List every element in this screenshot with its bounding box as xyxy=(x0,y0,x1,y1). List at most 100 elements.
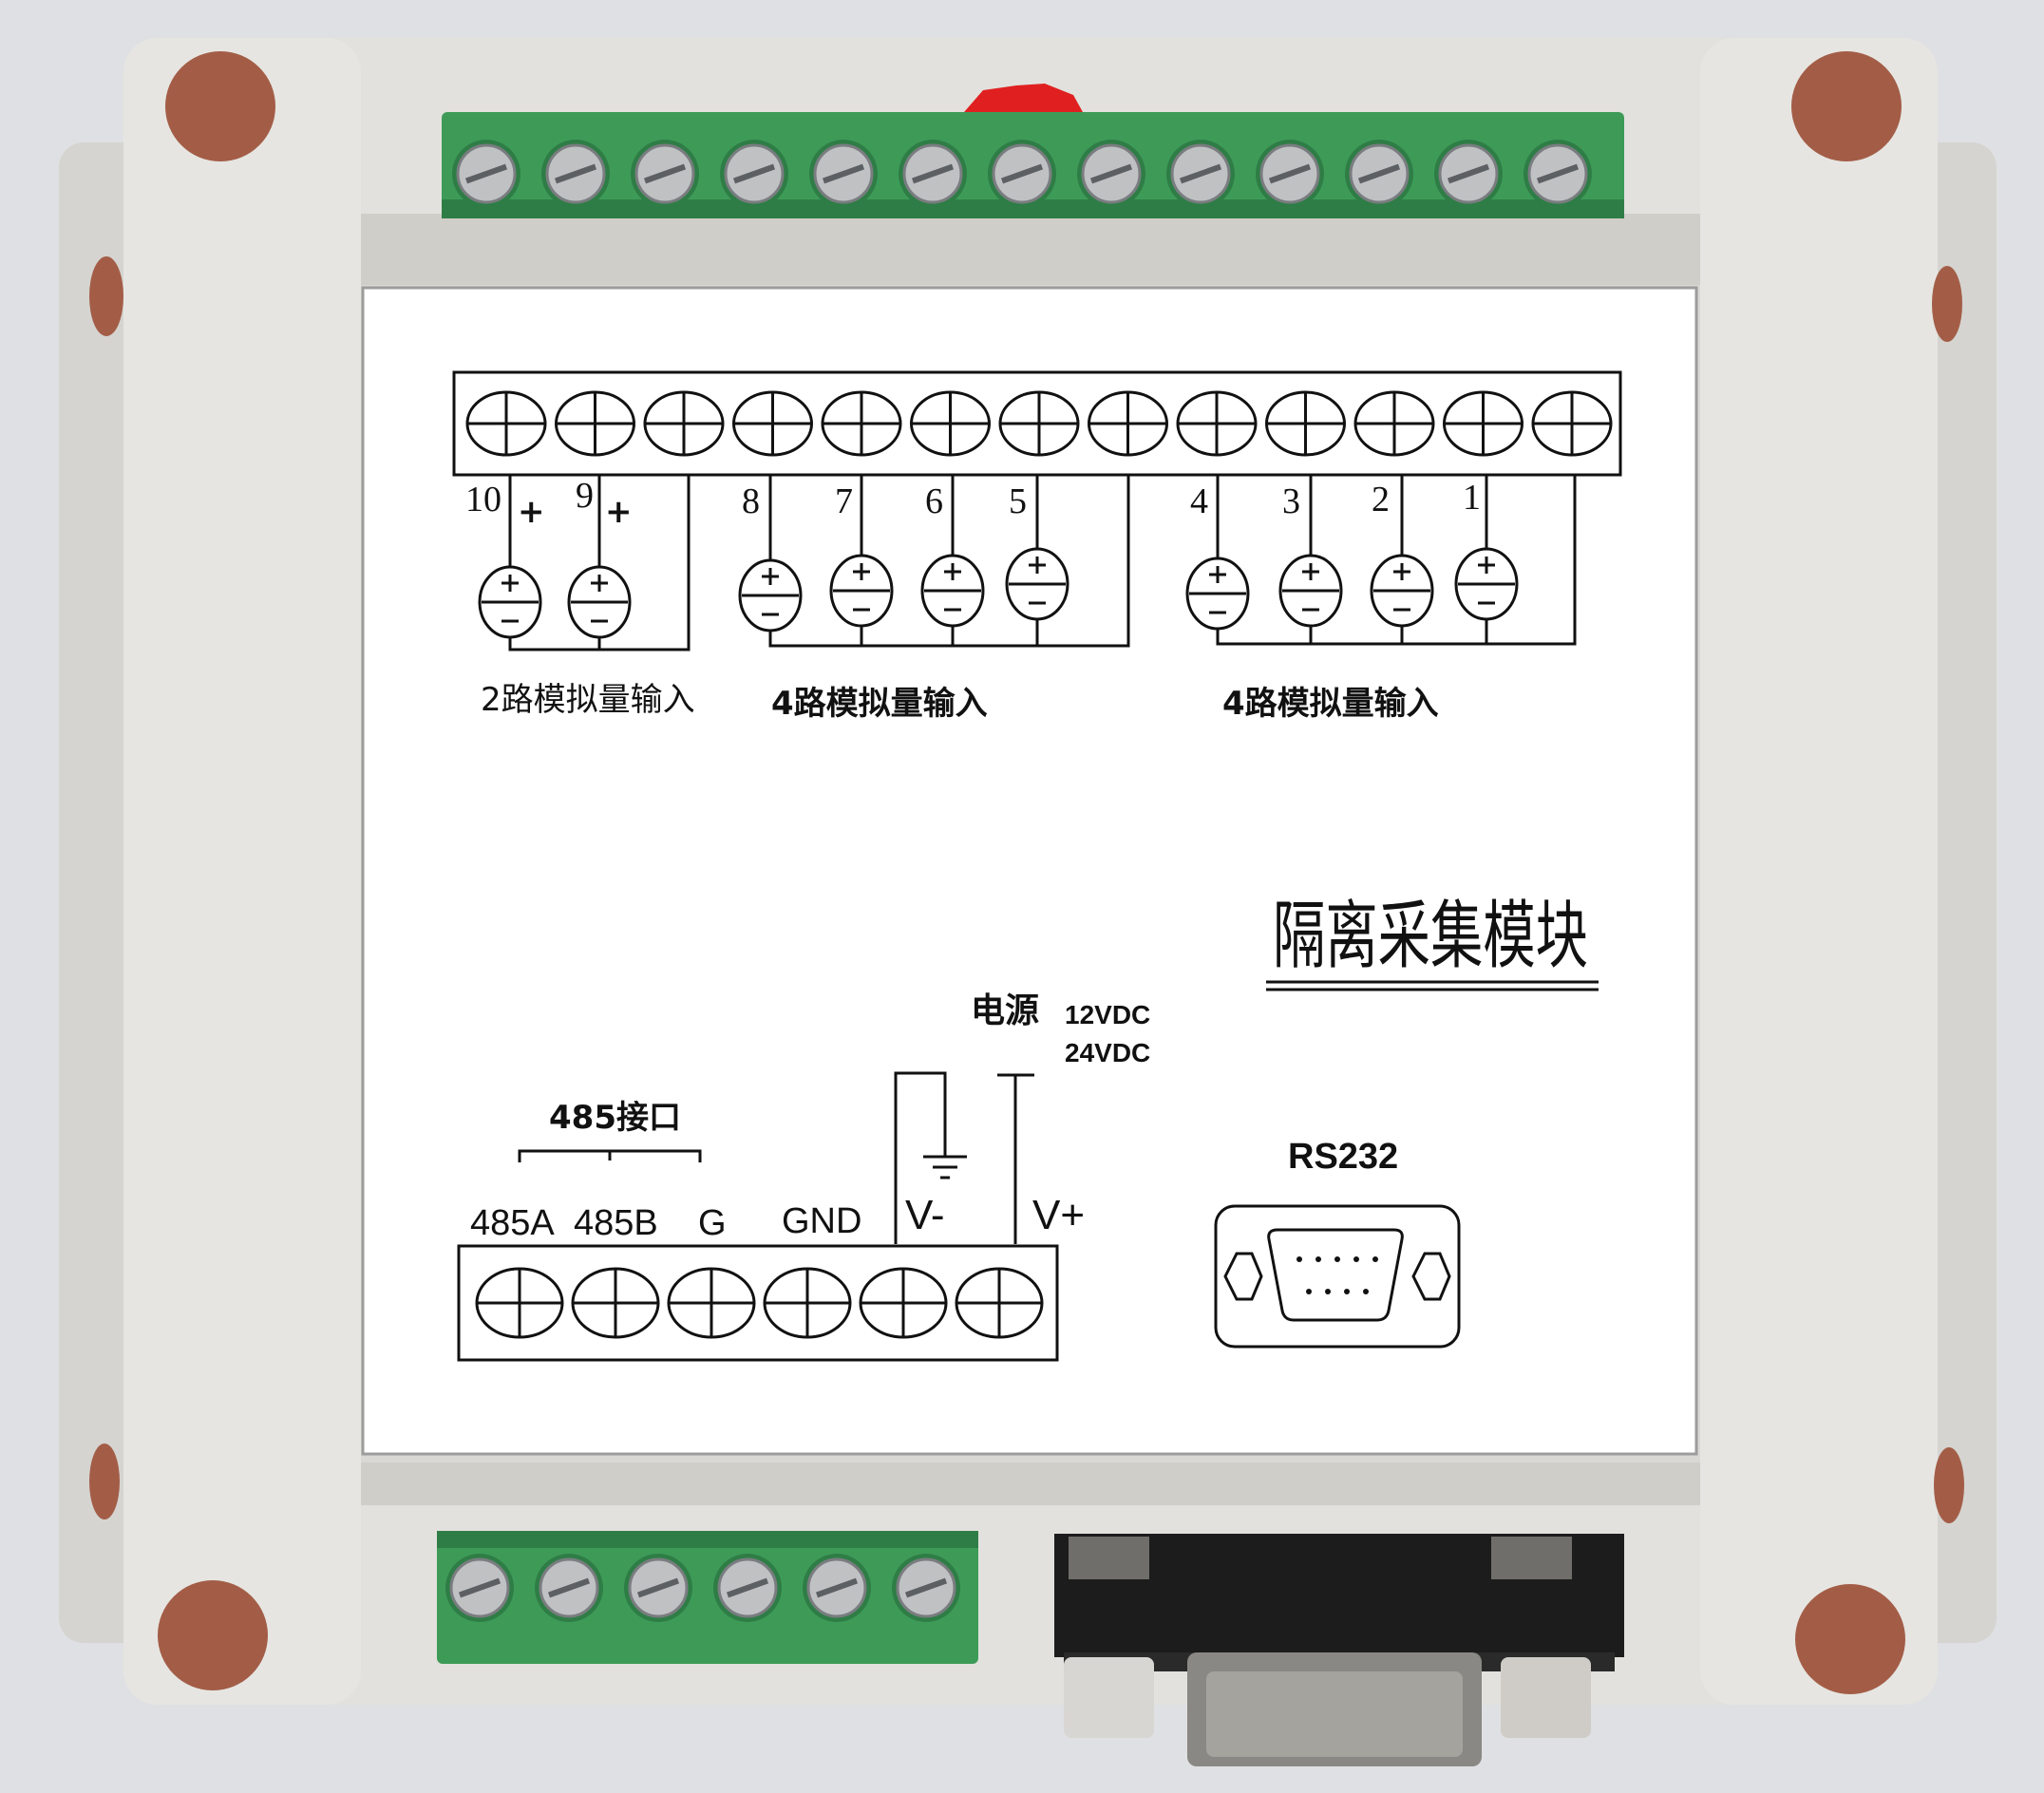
db9-pins xyxy=(1296,1256,1378,1294)
top-terminal-block xyxy=(442,112,1624,218)
channel-number-3: 3 xyxy=(1282,481,1300,521)
schematic-top-screw-6 xyxy=(910,390,991,457)
bottom-screw-5 xyxy=(803,1554,871,1622)
schematic-top-screw-3 xyxy=(643,390,725,457)
pin-label-v-minus: V- xyxy=(905,1192,945,1238)
printed-label: 10 9 8 7 6 5 4 3 2 1 + + 2路模拟量输入 4路模拟量输入… xyxy=(361,286,1698,1456)
analog-source-3 xyxy=(738,558,803,632)
channel-number-5: 5 xyxy=(1009,481,1027,521)
db9-pin-7 xyxy=(1325,1289,1331,1294)
bottom-screw-1 xyxy=(445,1554,514,1622)
top-screw-13 xyxy=(1524,140,1592,208)
schematic-top-screws xyxy=(465,390,1613,457)
top-screw-9 xyxy=(1166,140,1235,208)
schematic-bottom-screws xyxy=(475,1267,1044,1339)
rs232-label: RS232 xyxy=(1288,1137,1398,1177)
analog-source-9 xyxy=(1370,554,1434,628)
channel-number-10: 10 xyxy=(465,480,502,519)
schematic-bottom-screw-3 xyxy=(667,1267,756,1339)
rail-clip-right-top xyxy=(1932,266,1962,342)
mounting-holes xyxy=(89,51,1964,1694)
schematic-bottom-screw-5 xyxy=(859,1267,948,1339)
analog-source-6 xyxy=(1005,547,1069,621)
db9-pin-3 xyxy=(1334,1256,1340,1262)
schematic-bottom-terminal xyxy=(457,1244,1059,1362)
top-screw-8 xyxy=(1077,140,1145,208)
power-voltage-24: 24VDC xyxy=(1065,1038,1150,1067)
top-screw-3 xyxy=(631,140,699,208)
db9-pin-9 xyxy=(1363,1289,1369,1294)
channel-number-9: 9 xyxy=(576,476,594,516)
bottom-screw-6 xyxy=(892,1554,960,1622)
schematic-top-wiring xyxy=(508,475,1577,651)
group-label-3: 4路模拟量输入 xyxy=(1222,685,1439,723)
rail-clip-left-top xyxy=(89,256,123,336)
schematic-bottom-screw-6 xyxy=(955,1267,1044,1339)
top-screw-10 xyxy=(1256,140,1324,208)
release-tab xyxy=(964,84,1083,112)
schematic-top-screw-11 xyxy=(1353,390,1435,457)
analog-source-4 xyxy=(829,554,894,628)
channel-number-6: 6 xyxy=(925,481,943,521)
schematic-bottom-screw-1 xyxy=(475,1267,564,1339)
db9-pin-4 xyxy=(1353,1256,1359,1262)
pin-label-485a: 485A xyxy=(470,1203,555,1243)
schematic-top-screw-9 xyxy=(1176,390,1258,457)
top-screw-2 xyxy=(541,140,610,208)
analog-source-7 xyxy=(1185,557,1250,631)
pin-label-v-plus: V+ xyxy=(1032,1192,1085,1238)
top-screw-1 xyxy=(452,140,520,208)
pin-label-g: G xyxy=(698,1203,727,1243)
db9-pin-2 xyxy=(1315,1256,1321,1262)
rs485-bracket xyxy=(518,1149,702,1162)
bottom-screw-3 xyxy=(624,1554,692,1622)
analog-source-8 xyxy=(1278,554,1343,628)
channel-numbers: 10 9 8 7 6 5 4 3 2 1 xyxy=(465,476,1481,521)
schematic-top-screw-10 xyxy=(1265,390,1346,457)
db9-pin-5 xyxy=(1372,1256,1378,1262)
schematic-top-screw-4 xyxy=(732,390,813,457)
db9-pin-6 xyxy=(1306,1289,1312,1294)
analog-source-1 xyxy=(478,565,542,639)
channel-number-1: 1 xyxy=(1463,478,1481,518)
plus-sign-9: + xyxy=(605,493,633,531)
top-screw-6 xyxy=(899,140,967,208)
power-label: 电源 xyxy=(971,991,1039,1030)
pin-label-gnd: GND xyxy=(782,1201,861,1241)
channel-number-8: 8 xyxy=(742,481,760,521)
rs485-interface-label: 485接口 xyxy=(549,1099,681,1137)
schematic-top-screw-7 xyxy=(998,390,1080,457)
analog-source-10 xyxy=(1454,547,1519,621)
mount-hole-bottom-right xyxy=(1795,1584,1905,1694)
top-screw-5 xyxy=(809,140,878,208)
schematic-top-screw-1 xyxy=(465,390,547,457)
channel-number-7: 7 xyxy=(835,481,853,521)
bottom-pin-labels: 485A 485B G GND V- V+ xyxy=(470,1192,1085,1243)
db9-connector-hardware xyxy=(1054,1534,1624,1766)
bottom-terminal-block xyxy=(437,1531,978,1664)
bottom-screws xyxy=(445,1554,960,1622)
group-label-2: 4路模拟量输入 xyxy=(771,685,988,723)
plus-sign-10: + xyxy=(518,493,545,531)
pin-label-485b: 485B xyxy=(574,1203,658,1243)
analog-source-5 xyxy=(920,554,985,628)
schematic-analog-sources xyxy=(478,547,1519,639)
mount-hole-top-left xyxy=(165,51,275,161)
power-wiring xyxy=(894,1071,1034,1244)
mount-hole-top-right xyxy=(1791,51,1902,161)
group-labels: 2路模拟量输入 4路模拟量输入 4路模拟量输入 xyxy=(481,681,1439,723)
db9-pin-1 xyxy=(1296,1256,1302,1262)
schematic-top-screw-5 xyxy=(821,390,902,457)
top-screw-7 xyxy=(988,140,1056,208)
rail-clip-right-bottom xyxy=(1934,1447,1964,1523)
schematic-bottom-screw-4 xyxy=(763,1267,852,1339)
schematic-bottom-screw-2 xyxy=(571,1267,660,1339)
channel-number-4: 4 xyxy=(1190,481,1208,521)
db9-symbol xyxy=(1214,1204,1461,1349)
group-label-1: 2路模拟量输入 xyxy=(481,681,695,719)
bottom-screw-4 xyxy=(713,1554,782,1622)
top-screw-4 xyxy=(720,140,788,208)
schematic-top-screw-8 xyxy=(1088,390,1168,457)
top-screw-11 xyxy=(1345,140,1413,208)
